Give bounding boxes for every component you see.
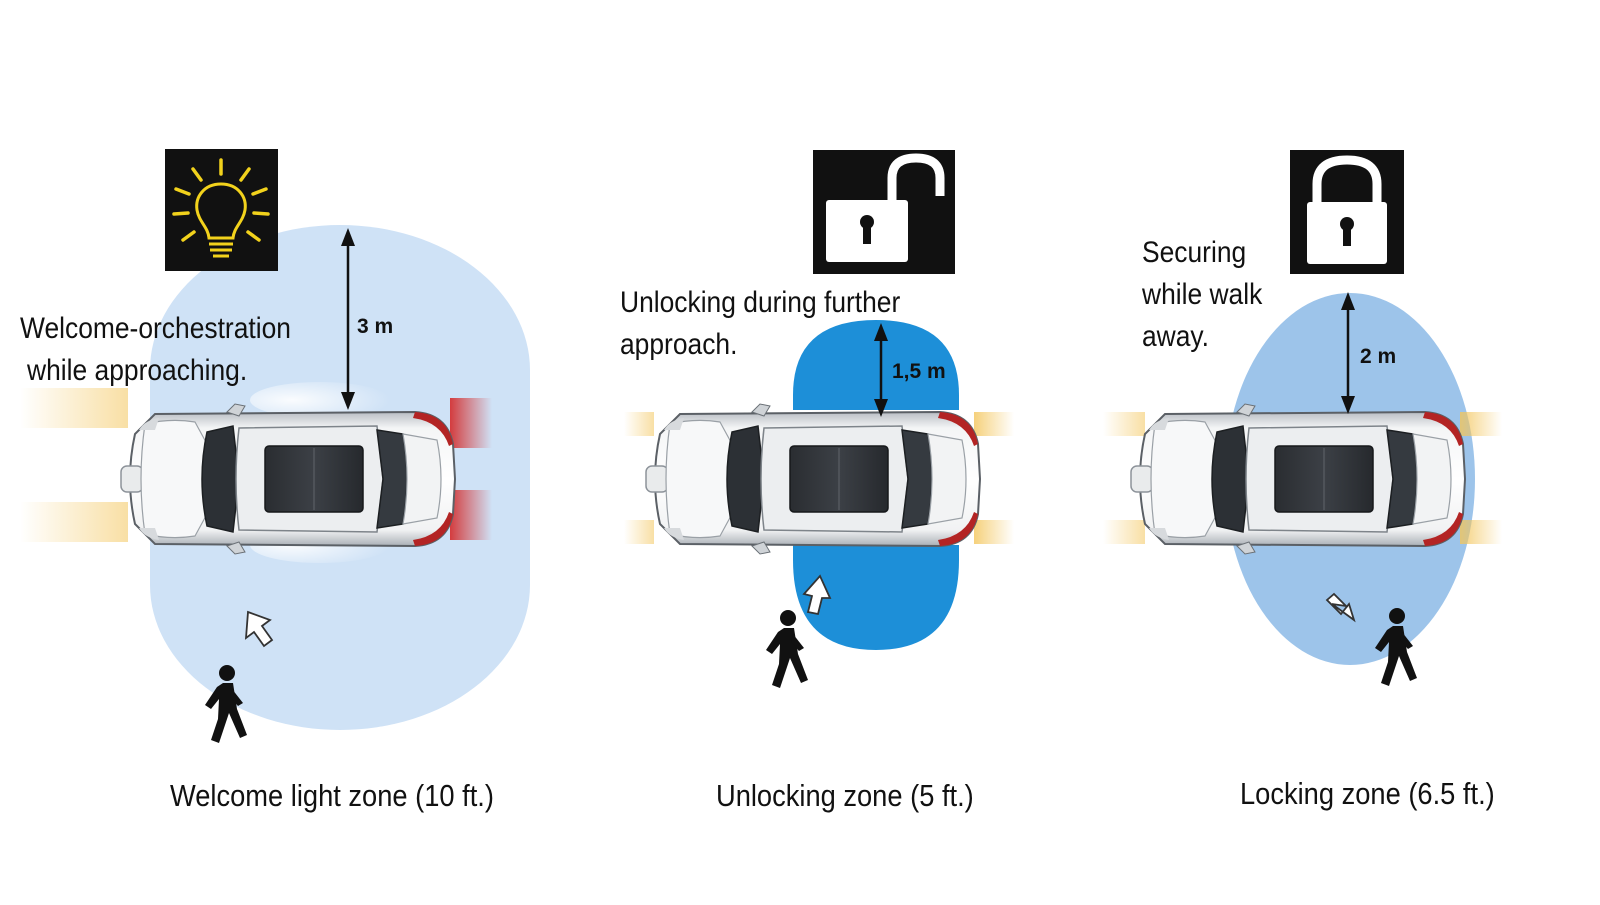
distance-arrow [874,323,888,417]
light-bulb-icon [165,149,278,271]
car-top-view [1130,403,1466,555]
welcome-description-line: while approaching. [27,354,248,387]
indicator-glow [974,520,1014,544]
unlocked-padlock-icon [813,150,955,274]
unlocking-zone-area-top [793,320,959,410]
unlocking-description: Unlocking during further approach. [620,282,900,366]
light-beam [250,382,390,418]
direction-arrow-icon [244,610,274,648]
locking-panel [1103,150,1502,686]
welcome-distance-label: 3 m [357,315,394,338]
headlight-glow [1103,520,1145,544]
distance-arrow [1341,292,1355,414]
headlight-glow [1103,412,1145,436]
indicator-glow [974,412,1014,436]
headlight-glow [624,412,654,436]
locked-padlock-icon [1290,150,1404,274]
headlight-glow [20,388,128,428]
welcome-zone-caption: Welcome light zone (10 ft.) [170,778,494,813]
car-top-view [645,403,981,555]
unlocking-description-line: Unlocking during further [620,286,901,319]
direction-arrow-icon [1325,592,1356,623]
headlight-glow [20,502,128,542]
unlocking-zone-area-bottom [793,545,959,650]
taillight-glow [450,398,492,448]
headlight-glow [624,520,654,544]
direction-arrow-icon [802,574,832,616]
pedestrian-icon [766,610,808,688]
unlocking-zone-caption: Unlocking zone (5 ft.) [716,778,974,813]
distance-arrow [341,228,355,410]
locking-zone-caption: Locking zone (6.5 ft.) [1240,776,1495,811]
welcome-description: Welcome-orchestration while approaching. [20,308,291,392]
locking-description-line: while walk [1142,278,1263,311]
locking-distance-label: 2 m [1360,345,1397,368]
indicator-glow [1460,412,1502,436]
locking-description-line: away. [1142,320,1210,353]
welcome-description-line: Welcome-orchestration [20,312,291,345]
unlocking-panel [624,150,1014,688]
welcome-light-panel [20,149,530,743]
car-top-view [120,403,456,555]
indicator-glow [1460,520,1502,544]
unlocking-description-line: approach. [620,328,738,361]
unlocking-distance-label: 1,5 m [892,360,946,383]
locking-description-line: Securing [1142,236,1247,269]
locking-description: Securing while walk away. [1142,232,1262,358]
taillight-glow [450,490,492,540]
